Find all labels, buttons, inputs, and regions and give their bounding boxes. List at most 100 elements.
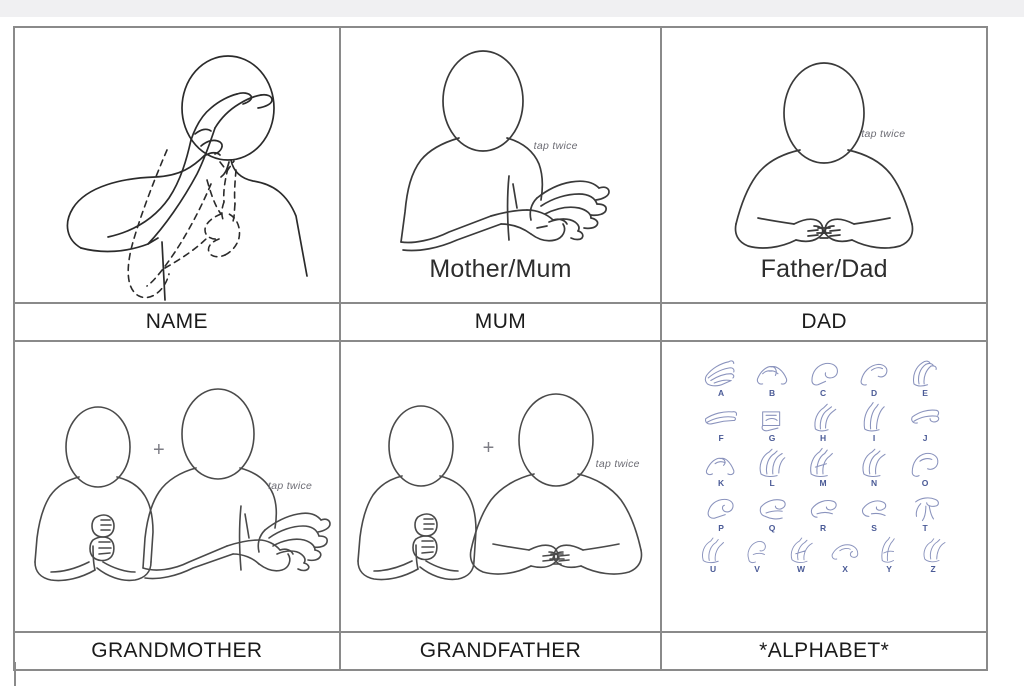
illustration-name: [15, 28, 339, 302]
table-row-labels-1: NAME MUM DAD: [13, 302, 988, 342]
alphabet-cell-j: J: [903, 400, 947, 443]
hand-sign-icon-x: [831, 544, 859, 560]
table-row-labels-2: GRANDMOTHER GRANDFATHER *ALPHABET*: [13, 631, 988, 671]
alphabet-letter-label: A: [717, 388, 725, 398]
alphabet-letter-label: C: [819, 388, 827, 398]
alphabet-letter-label: R: [819, 523, 827, 533]
illustration-mum: tap twice Mother/Mum: [341, 28, 661, 302]
alphabet-letter-label: Z: [930, 564, 937, 574]
hand-sign-icon-j: [911, 409, 940, 424]
alphabet-letter-label: B: [768, 388, 776, 398]
alphabet-cell-v: V: [739, 535, 776, 574]
alphabet-letter-label: H: [819, 433, 827, 443]
alphabet-row: A B C D E: [684, 355, 962, 398]
hand-sign-icon-u: [702, 537, 725, 564]
illustration-grandfather: + tap twice: [341, 342, 661, 631]
plus-symbol-grandfather: +: [482, 437, 495, 459]
alphabet-cell-k: K: [699, 445, 743, 488]
alphabet-cell-p: P: [699, 490, 743, 533]
hand-sign-icon-f: [705, 411, 738, 425]
table-row-pictures-2: + tap twice: [13, 340, 988, 633]
hand-sign-icon-m: [810, 447, 834, 478]
alphabet-letter-label: Q: [768, 523, 776, 533]
alphabet-letter-label: T: [922, 523, 929, 533]
plus-symbol-grandmother: +: [153, 439, 165, 461]
illustration-grandmother: + tap twice: [15, 342, 339, 631]
cell-illustration-grandfather: + tap twice: [338, 340, 663, 633]
alphabet-cell-b: B: [750, 355, 794, 398]
alphabet-cell-n: N: [852, 445, 896, 488]
cell-illustration-grandmother: + tap twice: [13, 340, 341, 633]
hand-sign-icon-n: [862, 448, 886, 478]
alphabet-letter-label: D: [870, 388, 878, 398]
hand-sign-icon-z: [923, 538, 946, 563]
alphabet-cell-z: Z: [915, 535, 952, 574]
alphabet-letter-label: I: [872, 433, 876, 443]
alphabet-cell-h: H: [801, 400, 845, 443]
label-dad: DAD: [801, 310, 847, 333]
hand-sign-icon-c: [811, 362, 839, 386]
alphabet-cell-w: W: [783, 535, 820, 574]
alphabet-cell-u: U: [695, 535, 732, 574]
caption-mother-mum: Mother/Mum: [429, 255, 572, 283]
alphabet-letter-label: S: [871, 523, 878, 533]
hand-sign-icon-r: [811, 500, 837, 518]
grandfather-sign-drawing: [356, 393, 642, 581]
tap-twice-note-grandfather: tap twice: [595, 458, 640, 470]
cell-illustration-alphabet: A B C D E F G H I J K L M N O P Q R S T U V W X Y Z: [660, 340, 988, 633]
cell-illustration-name: [13, 26, 341, 304]
alphabet-row: U V W X Y Z: [684, 535, 962, 574]
table-row-pictures-1: tap twice Mother/Mum: [13, 26, 988, 304]
alphabet-letter-label: U: [709, 564, 717, 574]
label-alphabet: *ALPHABET*: [759, 639, 890, 662]
alphabet-letter-label: W: [797, 564, 806, 574]
name-sign-drawing: [66, 55, 308, 301]
alphabet-letter-label: X: [842, 564, 849, 574]
hand-sign-icon-h: [814, 403, 837, 432]
hand-sign-icon-w: [791, 537, 814, 564]
label-mum: MUM: [474, 310, 527, 333]
illustration-dad: tap twice Father/Dad: [662, 28, 986, 302]
alphabet-cell-l: L: [750, 445, 794, 488]
alphabet-cell-i: I: [852, 400, 896, 443]
hand-sign-icon-t: [915, 497, 940, 522]
alphabet-letter-label: P: [718, 523, 725, 533]
alphabet-letter-label: V: [754, 564, 761, 574]
alphabet-cell-c: C: [801, 355, 845, 398]
alphabet-cell-y: Y: [871, 535, 908, 574]
cell-label-dad: DAD: [660, 302, 988, 342]
label-name: NAME: [145, 310, 208, 333]
name-sign-motion-path: [127, 149, 241, 299]
illustration-alphabet: A B C D E F G H I J K L M N O P Q R S T U V W X Y Z: [662, 342, 986, 631]
cell-label-grandmother: GRANDMOTHER: [13, 631, 341, 671]
alphabet-cell-x: X: [827, 535, 864, 574]
alphabet-row: F G H I J: [684, 400, 962, 443]
label-grandfather: GRANDFATHER: [419, 639, 582, 662]
alphabet-cell-d: D: [852, 355, 896, 398]
alphabet-row: P Q R S T: [684, 490, 962, 533]
alphabet-cell-t: T: [903, 490, 947, 533]
grandmother-sign-drawing: [34, 388, 331, 582]
hand-sign-icon-i: [864, 402, 886, 432]
alphabet-letter-label: N: [870, 478, 878, 488]
alphabet-cell-m: M: [801, 445, 845, 488]
cell-label-name: NAME: [13, 302, 341, 342]
hand-sign-icon-q: [760, 499, 786, 520]
hand-sign-icon-d: [860, 363, 888, 386]
alphabet-cell-a: A: [699, 355, 743, 398]
alphabet-cell-e: E: [903, 355, 947, 398]
alphabet-cell-f: F: [699, 400, 743, 443]
sign-language-table: tap twice Mother/Mum: [13, 26, 988, 671]
hand-sign-icon-g: [761, 411, 781, 432]
alphabet-letter-label: M: [819, 478, 828, 488]
alphabet-letter-label: E: [922, 388, 929, 398]
tap-twice-note-dad: tap twice: [861, 128, 906, 140]
cell-label-grandfather: GRANDFATHER: [338, 631, 663, 671]
alphabet-letter-label: K: [717, 478, 725, 488]
hand-sign-icon-k: [706, 457, 735, 476]
alphabet-letter-label: Y: [886, 564, 893, 574]
alphabet-cell-o: O: [903, 445, 947, 488]
cell-label-mum: MUM: [338, 302, 663, 342]
cell-illustration-mum: tap twice Mother/Mum: [338, 26, 663, 304]
alphabet-letter-label: G: [768, 433, 776, 443]
